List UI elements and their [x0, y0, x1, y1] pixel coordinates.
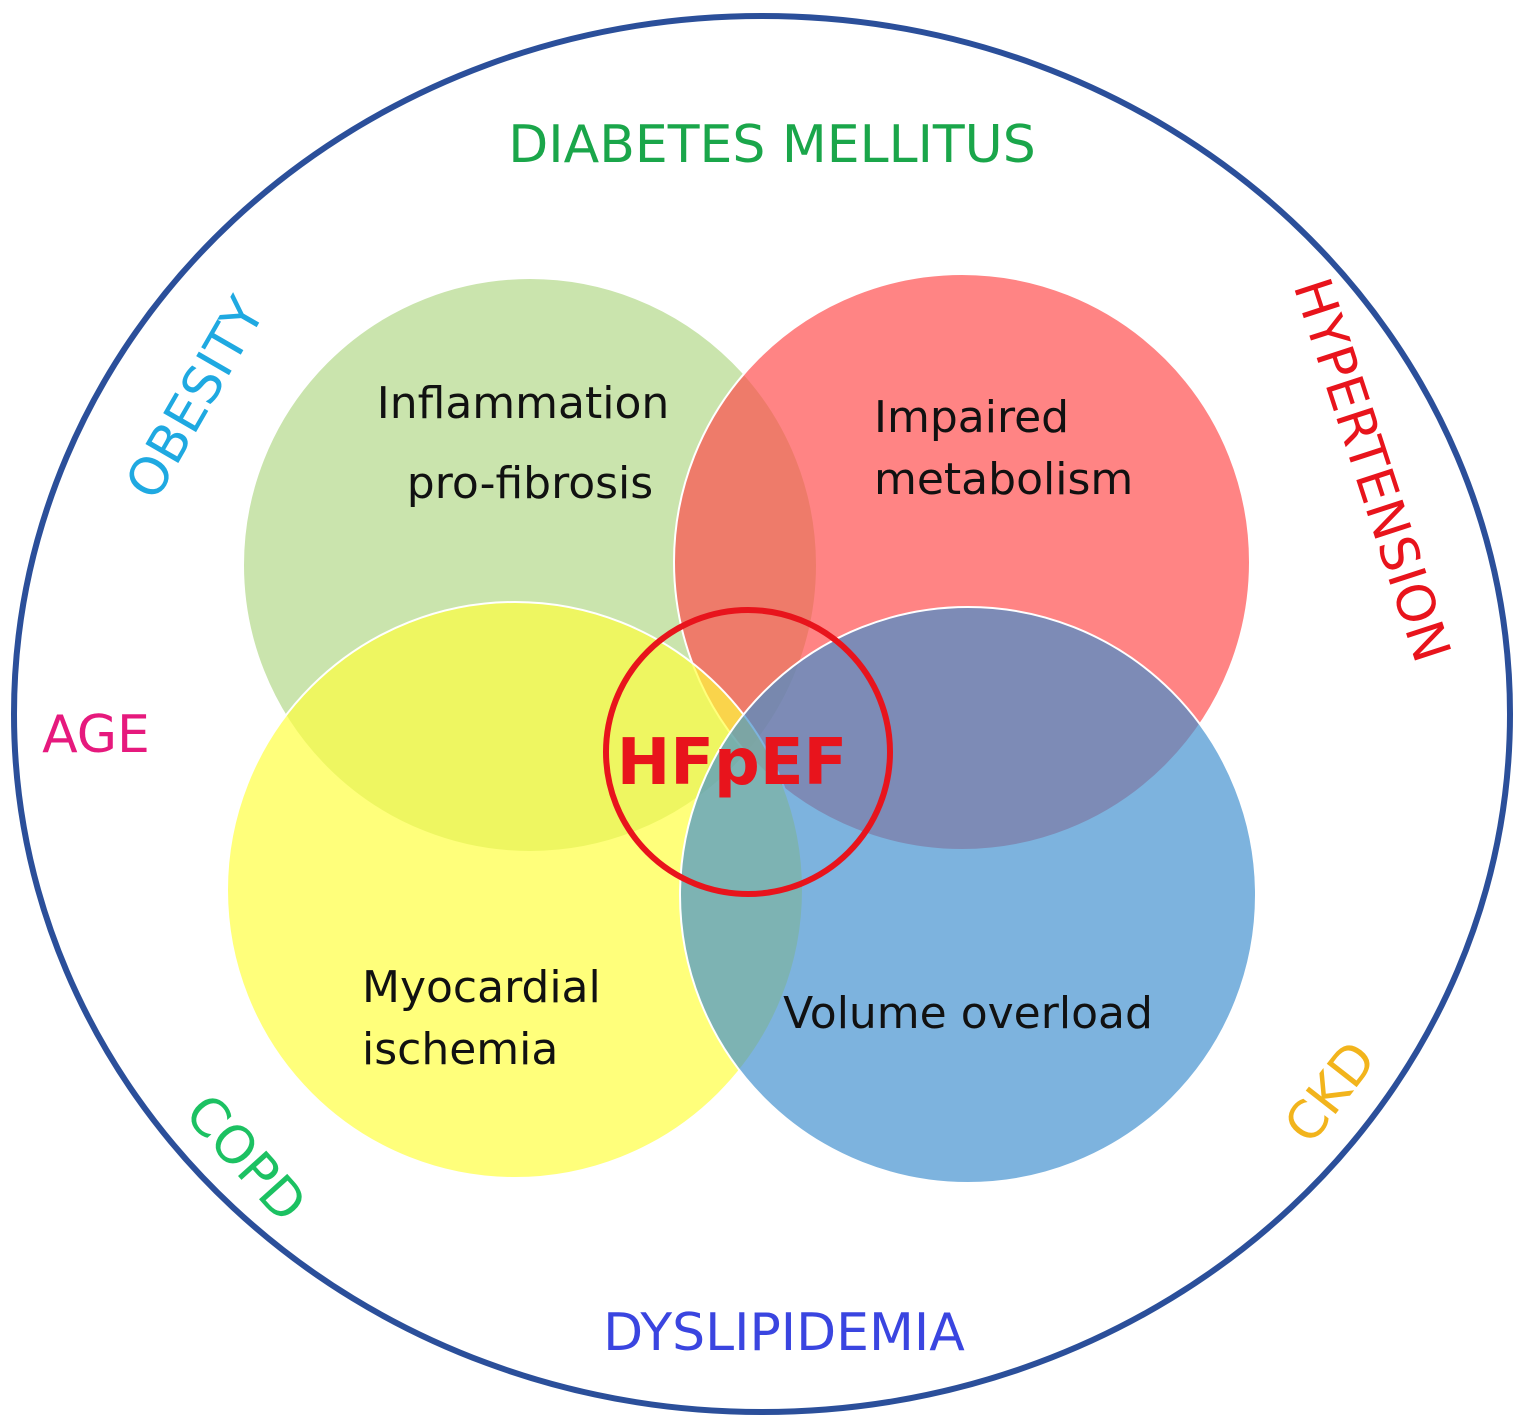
factor-dyslipidemia: DYSLIPIDEMIA: [603, 1303, 965, 1363]
label-inflammation-line1: Inflammation: [377, 378, 670, 429]
label-inflammation-line2: pro-fibrosis: [407, 458, 653, 509]
factor-diabetes: DIABETES MELLITUS: [508, 115, 1035, 175]
mechanism-circles: [226, 273, 1257, 1184]
hfpef-label: HFpEF: [617, 726, 848, 800]
factor-ckd: CKD: [1273, 1031, 1388, 1155]
label-volume-line1: Volume overload: [783, 988, 1153, 1039]
label-inflammation: Inflammation pro-fibrosis: [377, 378, 684, 509]
label-ischemia-line1: Myocardial: [362, 962, 601, 1013]
factor-hypertension: HYPERTENSION: [1281, 271, 1461, 669]
factor-age: AGE: [42, 705, 150, 765]
hfpef-ring: [603, 607, 893, 897]
factor-obesity: OBESITY: [115, 287, 278, 509]
label-metabolism-line1: Impaired: [874, 392, 1069, 443]
label-metabolism-line2: metabolism: [874, 454, 1133, 505]
label-volume: Volume overload: [783, 988, 1153, 1039]
outer-ring: [11, 13, 1513, 1415]
label-ischemia: Myocardial ischemia: [362, 962, 615, 1075]
label-ischemia-line2: ischemia: [362, 1024, 558, 1075]
factor-copd: COPD: [173, 1083, 317, 1234]
circle-volume: [679, 606, 1257, 1184]
label-metabolism: Impaired metabolism: [874, 392, 1133, 505]
